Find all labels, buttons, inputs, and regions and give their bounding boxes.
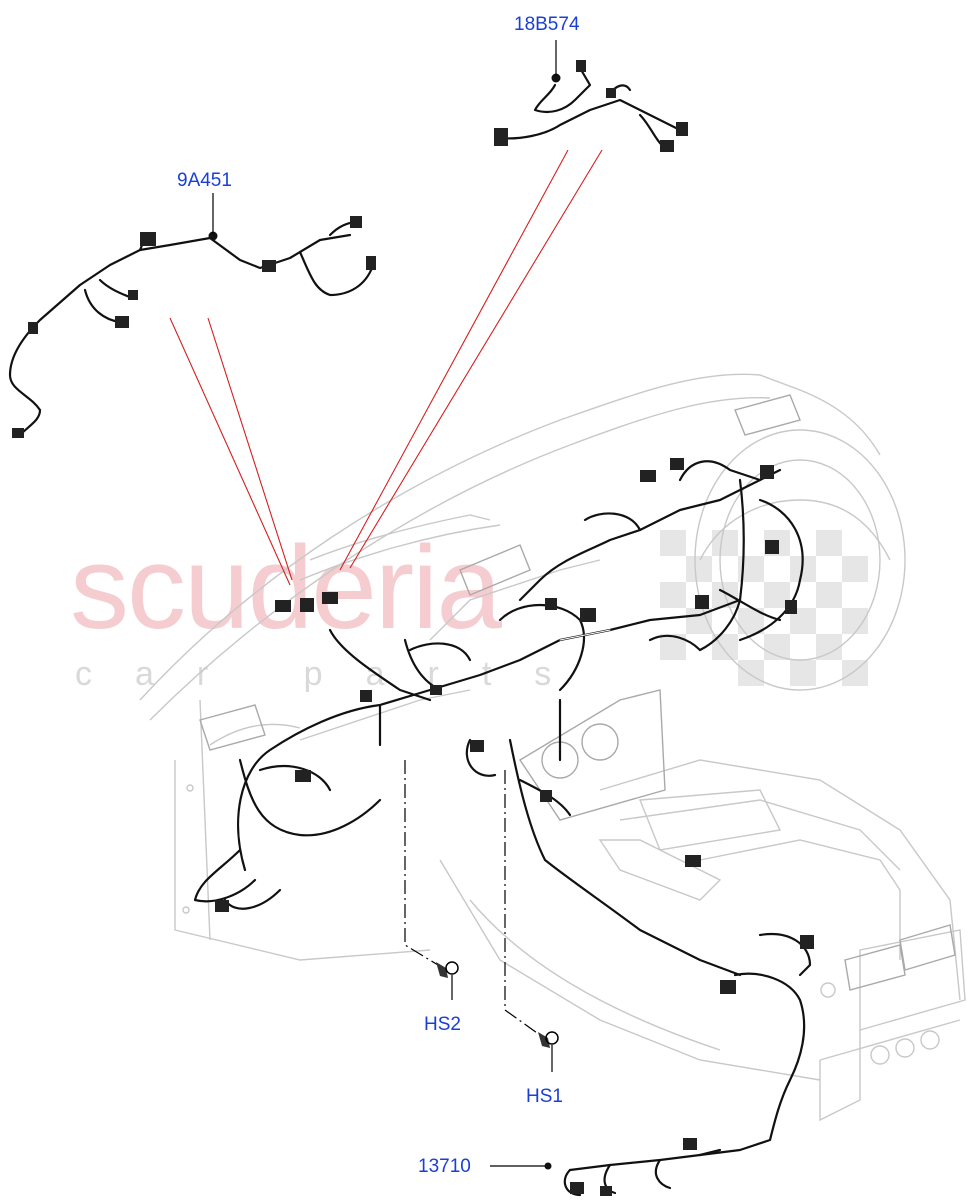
fastener-hs1 [504, 770, 559, 1072]
part-label-18B574[interactable]: 18B574 [514, 14, 580, 35]
part-label-13710[interactable]: 13710 [418, 1156, 471, 1177]
leader-dot-13710 [544, 1162, 552, 1170]
harness-9A451 [8, 216, 376, 438]
main-harness [193, 458, 814, 1197]
part-label-hs2[interactable]: HS2 [424, 1014, 461, 1035]
fastener-hs2 [404, 760, 459, 1000]
watermark: scuderia car parts [70, 522, 868, 693]
watermark-sub: car parts [75, 655, 594, 693]
callout-lines [169, 149, 603, 586]
watermark-main: scuderia [70, 522, 502, 654]
part-label-9A451[interactable]: 9A451 [177, 170, 232, 191]
dashboard-outline [139, 373, 966, 1122]
watermark-checker [660, 530, 868, 686]
part-label-hs1[interactable]: HS1 [526, 1086, 563, 1107]
harness-18B574 [494, 60, 688, 152]
